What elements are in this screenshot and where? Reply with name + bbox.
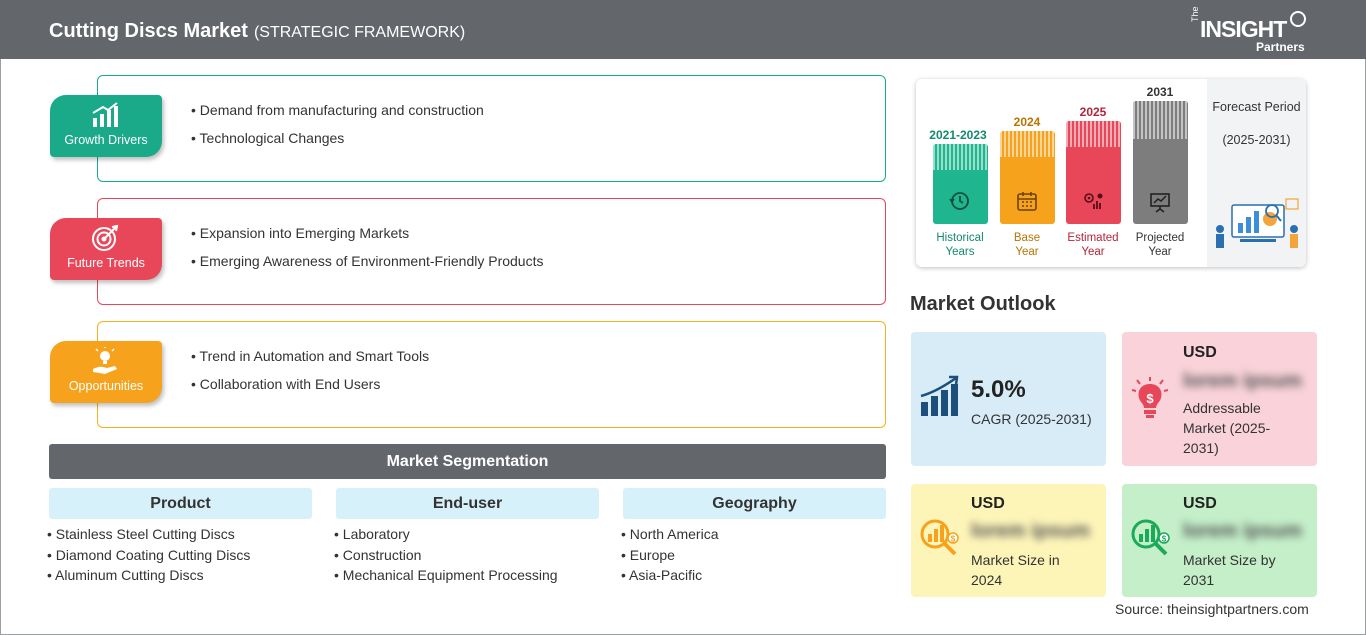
label-line: Historical [936,232,984,244]
list-item: Laboratory [334,524,558,545]
segment-list-end-user: Laboratory Construction Mechanical Equip… [334,524,558,586]
label-line: Years [945,246,975,258]
svg-text:$: $ [1162,535,1167,544]
growth-drivers-badge: Growth Drivers [50,95,162,157]
cagr-label: CAGR (2025-2031) [971,411,1092,427]
list-item: Diamond Coating Cutting Discs [47,545,251,566]
timeline-bar-historical [933,144,988,224]
analytics-team-icon [1216,198,1299,248]
label-line: Year [1015,246,1039,258]
list-item: Technological Changes [191,124,484,152]
lightbulb-hand-icon [93,347,117,374]
list-item: Asia-Pacific [621,565,719,586]
segmentation-title: Market Segmentation [49,444,886,479]
year-label: 2031 [1146,85,1174,99]
page-title: Cutting Discs Market (STRATEGIC FRAMEWORK… [49,20,465,43]
year-label: 2025 [1079,105,1107,119]
bar-label-historical: Historical Years [925,231,995,259]
addressable-label: Addressable Market (2025-2031) [1183,400,1271,456]
growth-drivers-card: Demand from manufacturing and constructi… [97,75,886,182]
svg-text:$: $ [951,535,956,544]
cagr-box: 5.0% CAGR (2025-2031) [911,332,1106,466]
svg-text:$: $ [1146,391,1154,406]
segment-heading-product: Product [49,488,312,519]
segment-heading-geography: Geography [623,488,886,519]
logo-swoosh-icon [1290,11,1306,27]
timeline-panel: 2021-2023 Historical Years 2024 Base Yea… [916,79,1306,267]
bar-stripes [1000,131,1055,157]
label-line: Estimated [1067,232,1119,244]
growth-chart-icon [920,375,959,416]
forecast-title: Forecast Period [1212,100,1301,114]
list-item: Demand from manufacturing and constructi… [191,96,484,124]
list-item: Emerging Awareness of Environment-Friend… [191,247,544,275]
timeline-bar-projected [1133,101,1188,224]
cagr-value: 5.0% [971,376,1026,403]
addressable-market-box: USD lorem ipsum $ Addressable Market (20… [1122,332,1317,466]
magnifier-chart-icon: $ [1131,519,1170,556]
history-icon [949,192,969,210]
label-line: Year [1081,246,1105,258]
forecast-range: (2025-2031) [1222,133,1291,147]
future-trends-badge: Future Trends [50,218,162,280]
list-item: North America [621,524,719,545]
year-label: 2024 [1013,115,1041,129]
logo-insight: INSIGHT [1200,16,1287,42]
list-item: Mechanical Equipment Processing [334,565,558,586]
bar-label-projected: Projected Year [1125,231,1195,259]
logo-the: The [1190,6,1200,22]
target-icon [92,224,119,251]
logo-partners: Partners [1256,40,1305,54]
list-item: Aluminum Cutting Discs [47,565,250,586]
bar-label-estimated: Estimated Year [1058,231,1128,259]
future-trends-card: Expansion into Emerging Markets Emerging… [97,198,886,305]
market-outlook-title: Market Outlook [910,293,1056,315]
list-item: Europe [621,545,719,566]
market-size-2031-label: Market Size by 2031 [1183,552,1276,588]
source-link[interactable]: Source: theinsightpartners.com [1115,601,1309,617]
label-line: Projected [1135,232,1185,244]
blurred-value: lorem ipsum [1183,520,1302,542]
list-item: Construction [334,545,558,566]
page-subtitle: (STRATEGIC FRAMEWORK) [253,24,466,41]
timeline-bar-base [1000,131,1055,224]
page-header: Cutting Discs Market (STRATEGIC FRAMEWORK… [0,0,1366,59]
segment-list-product: Stainless Steel Cutting Discs Diamond Co… [47,524,250,586]
segment-list-geography: North America Europe Asia-Pacific [621,524,719,586]
bar-stripes [1133,101,1188,139]
list-item: Collaboration with End Users [191,370,429,398]
usd-label: USD [971,495,1005,512]
presentation-icon [1150,193,1170,213]
dollar-bulb-icon: $ [1131,377,1169,418]
usd-label: USD [1183,344,1217,361]
insight-partners-logo[interactable]: The INSIGHT Partners [1190,6,1310,54]
market-size-2024-box: USD lorem ipsum $ Market Size in 2024 [911,484,1106,597]
bar-stripes [1066,121,1121,147]
market-size-2031-box: USD lorem ipsum $ Market Size by 2031 [1122,484,1317,597]
timeline-bar-estimated [1066,121,1121,224]
year-label: 2021-2023 [929,128,987,142]
badge-label: Opportunities [68,379,144,393]
badge-label: Growth Drivers [64,133,148,147]
segment-heading-end-user: End-user [336,488,599,519]
calendar-icon [1017,192,1037,211]
opportunities-card: Trend in Automation and Smart Tools Coll… [97,321,886,428]
blurred-value: lorem ipsum [971,520,1090,542]
bar-stripes [933,144,988,170]
blurred-value: lorem ipsum [1183,370,1302,392]
opportunities-badge: Opportunities [50,341,162,403]
title-text: Cutting Discs Market [49,20,248,42]
list-item: Stainless Steel Cutting Discs [47,524,250,545]
market-size-2024-label: Market Size in 2024 [971,552,1060,588]
badge-label: Future Trends [67,256,145,270]
bar-label-base: Base Year [992,231,1062,259]
magnifier-chart-icon: $ [920,519,959,556]
label-line: Base [1013,232,1041,244]
usd-label: USD [1183,495,1217,512]
list-item: Trend in Automation and Smart Tools [191,342,430,370]
label-line: Year [1148,246,1172,258]
gears-chart-icon [1084,193,1103,209]
bar-chart-icon [92,102,118,127]
list-item: Expansion into Emerging Markets [191,219,543,247]
